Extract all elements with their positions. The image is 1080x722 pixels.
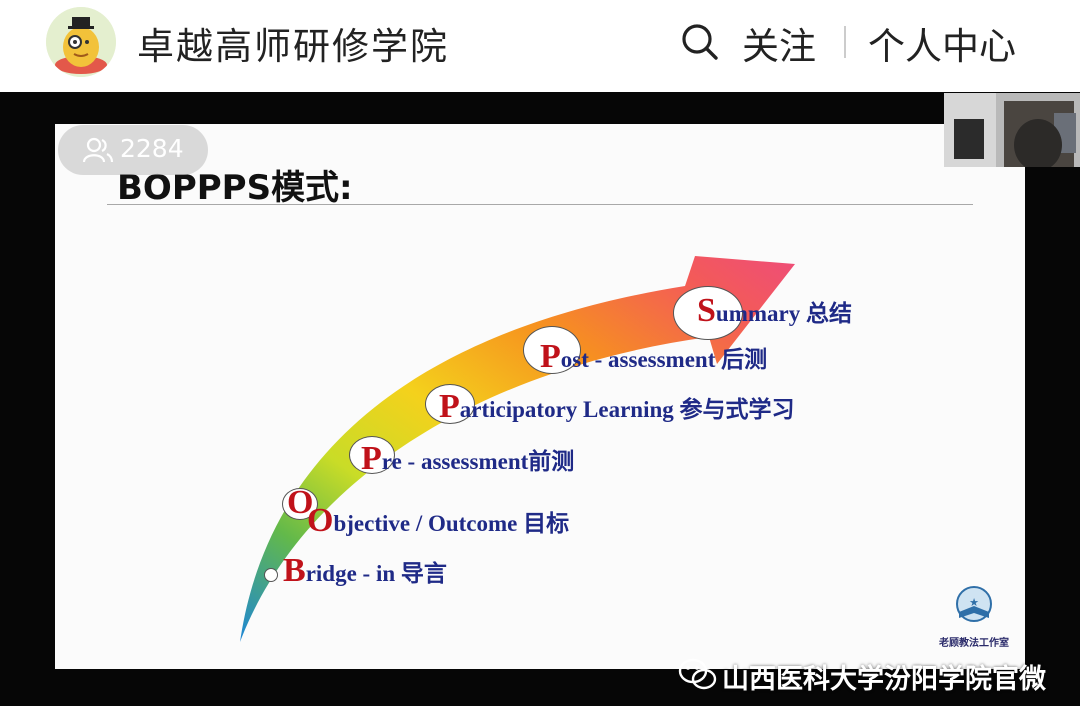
step-circle bbox=[264, 568, 278, 582]
step-circle bbox=[349, 436, 395, 474]
step-objective: Objective / Outcome 目标 bbox=[307, 502, 570, 539]
follow-button[interactable]: 关注 bbox=[742, 25, 816, 68]
step-circle bbox=[523, 326, 581, 374]
studio-logo: ★ 老顾教法工作室 bbox=[933, 582, 1015, 649]
step-circle bbox=[425, 384, 475, 424]
viewers-icon bbox=[82, 137, 114, 163]
wechat-icon bbox=[678, 658, 717, 690]
search-icon[interactable] bbox=[680, 22, 720, 62]
step-circle bbox=[673, 286, 743, 340]
profile-center-button[interactable]: 个人中心 bbox=[868, 25, 1016, 68]
step-post-assessment: Post - assessment 后测 bbox=[540, 338, 768, 375]
watermark-text: 山西医科大学汾阳学院官微 bbox=[722, 664, 1046, 695]
step-circle bbox=[282, 488, 318, 520]
svg-text:★: ★ bbox=[969, 596, 979, 609]
studio-logo-text: 老顾教法工作室 bbox=[939, 638, 1009, 649]
camera-pip[interactable] bbox=[944, 93, 1080, 167]
channel-avatar[interactable] bbox=[46, 7, 116, 77]
header-divider bbox=[844, 26, 846, 58]
studio-logo-icon: ★ bbox=[956, 586, 992, 622]
channel-name[interactable]: 卓越高师研修学院 bbox=[137, 25, 449, 68]
top-bar: 卓越高师研修学院 关注 个人中心 bbox=[0, 0, 1080, 90]
title-rule bbox=[107, 204, 973, 205]
step-participatory-learning: Participatory Learning 参与式学习 bbox=[439, 388, 795, 425]
step-pre-assessment: Pre - assessment前测 bbox=[361, 440, 575, 477]
step-summary: Summary 总结 bbox=[697, 292, 852, 329]
step-bridge-in: Bridge - in 导言 bbox=[283, 552, 447, 589]
viewer-count: 2284 bbox=[120, 134, 184, 163]
presentation-slide: BOPPPS模式: O Bridge - in 导言 Objective / O… bbox=[55, 124, 1025, 669]
viewer-count-badge[interactable]: 2284 bbox=[58, 125, 208, 175]
live-video[interactable]: BOPPPS模式: O Bridge - in 导言 Objective / O… bbox=[0, 92, 1080, 706]
step-letter-outcome: O bbox=[287, 484, 314, 521]
